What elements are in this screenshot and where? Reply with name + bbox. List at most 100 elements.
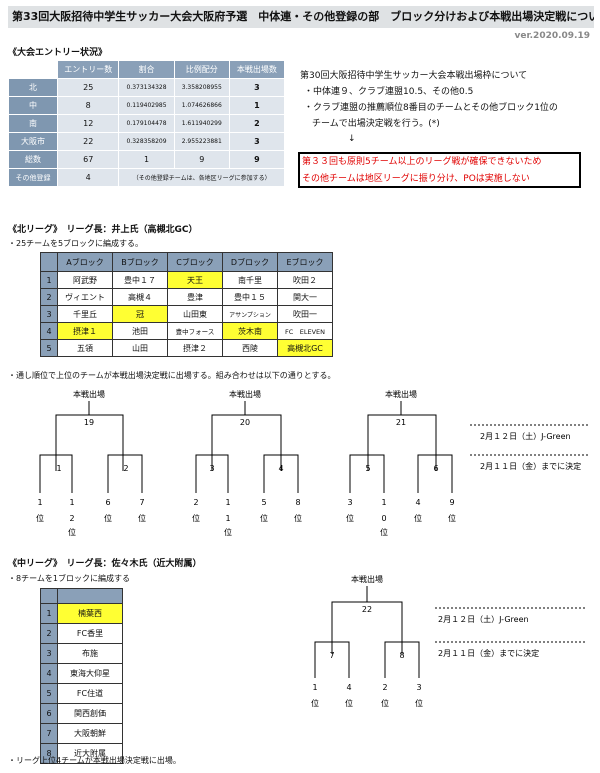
bracket-top-label: 本戦出場 [73,389,105,399]
seed-rank: 5 [261,498,266,507]
notice-line: その他チームは地区リーグに振り分け、POは実施しない [302,174,530,184]
match-number: 2 [123,464,128,473]
team-cell: 豊中フォース [167,322,223,340]
semi-date: 2月１１日（金）までに決定 [438,648,539,658]
row-number: 8 [40,743,58,764]
block-header: Bブロック [112,252,168,272]
down-arrow-icon: ↓ [348,134,356,144]
seed-rank: 4 [346,683,351,692]
bracket-top-label: 本戦出場 [351,574,383,584]
seed-suffix: 位 [294,513,302,523]
seed-rank: 7 [139,498,144,507]
seed-suffix: 位 [414,513,422,523]
note-line: ・クラブ連盟の推薦順位8番目のチームとその他ブロック1位の [304,103,558,113]
row-number: 2 [40,623,58,644]
row-number: 6 [40,703,58,724]
seed-suffix: 位 [138,513,146,523]
col-entry-count: エントリー数 [56,60,120,79]
seed-rank: 1 [312,683,317,692]
entry-count: 22 [56,132,120,151]
proportional: 9 [173,150,230,169]
slots: 2 [228,114,286,133]
team-cell: FC香里 [57,623,123,644]
table-row: 3 千里丘 冠 山田東 アサンプション 吹田一 [40,305,333,323]
seed-suffix: 位 [381,698,389,708]
row-number: 4 [40,663,58,684]
team-cell: 山田 [112,339,168,357]
note-line: 第30回大阪招待中学生サッカー大会本戦出場枠について [300,71,528,81]
match-number: 21 [396,418,406,427]
block-header: Eブロック [277,252,333,272]
row-label: その他登録 [8,168,58,187]
row-label: 大阪市 [8,132,58,151]
row-number: 5 [40,339,58,357]
middle-desc: ・8チームを1ブロックに編成する [8,574,130,583]
team-cell: 東海大仰星 [57,663,123,684]
proportional: 2.955223881 [173,132,230,151]
seed-suffix: 位 [415,698,423,708]
seed-rank: 4 [415,498,420,507]
team-cell: 池田 [112,322,168,340]
team-cell: 千里丘 [57,305,113,323]
ratio: 0.179104478 [118,114,175,133]
table-row: 大阪市 22 0.328358209 2.955223881 3 [8,132,286,151]
row-label: 総数 [8,150,58,169]
seed-rank: 1 [225,514,230,523]
page-title: 第33回大阪招待中学生サッカー大会大阪府予選 中体連・その他登録の部 ブロック分… [8,6,594,28]
seed-rank: 2 [193,498,198,507]
team-cell: 山田東 [167,305,223,323]
ratio: 0.328358209 [118,132,175,151]
col-proportional: 比例配分 [173,60,230,79]
final-date: 2月１２日（土）J-Green [480,431,571,441]
table-row: 総数 67 1 9 9 [8,150,286,169]
version-label: ver.2020.09.19 [514,31,590,41]
other-note: （その他登録チームは、各地区リーグに参加する） [118,168,285,187]
match-number: 8 [399,651,404,660]
team-cell: 近大附属 [57,743,123,764]
row-number: 1 [40,603,58,624]
table-row: 2 ヴィエント 高槻４ 豊津 豊中１５ 関大一 [40,288,333,306]
match-number: 4 [278,464,283,473]
entry-heading: 《大会エントリー状況》 [8,48,108,58]
row-number: 4 [40,322,58,340]
match-number: 19 [84,418,94,427]
table-row: 北 25 0.373134328 3.358208955 3 [8,78,286,97]
table-row: 中 8 0.119402985 1.074626866 1 [8,96,286,115]
slots: 3 [228,78,286,97]
team-cell: ヴィエント [57,288,113,306]
team-cell: 豊中１７ [112,271,168,289]
entry-count: 12 [56,114,120,133]
seed-suffix: 位 [104,513,112,523]
table-row: 1 阿武野 豊中１７ 天王 南千里 吹田２ [40,271,333,289]
row-number: 2 [40,288,58,306]
seed-rank: 0 [381,514,386,523]
team-cell: 阿武野 [57,271,113,289]
block-header: Cブロック [167,252,223,272]
north-desc2: ・通し順位で上位のチームが本戦出場決定戦に出場する。組み合わせは以下の通りとする… [8,371,336,380]
proportional: 1.611940299 [173,114,230,133]
team-cell: 茨木南 [222,322,278,340]
entry-table: エントリー数 割合 比例配分 本戦出場数 北 25 0.373134328 3.… [8,60,286,187]
team-cell: FC ELEVEN [277,322,333,340]
notice-box: 第３３回も原則5チーム以上のリーグ戦が確保できないため その他チームは地区リーグ… [298,152,581,188]
team-cell: 五領 [57,339,113,357]
north-brackets: 本戦出場 19 1 2 1 位 1 2 位 6 位 7 位 本戦出場 20 3 … [36,389,590,537]
row-number: 3 [40,305,58,323]
seed-suffix: 位 [192,513,200,523]
match-number: 6 [433,464,438,473]
seed-suffix: 位 [36,513,44,523]
entry-count: 4 [56,168,120,187]
proportional: 3.358208955 [173,78,230,97]
team-cell: 西陵 [222,339,278,357]
match-number: 5 [365,464,370,473]
seed-suffix: 位 [68,527,76,537]
seed-rank: 3 [416,683,421,692]
bracket-top-label: 本戦出場 [229,389,261,399]
team-cell: 吹田２ [277,271,333,289]
seed-rank: 2 [382,683,387,692]
final-date: 2月１２日（土）J-Green [438,614,529,624]
team-cell: 冠 [112,305,168,323]
